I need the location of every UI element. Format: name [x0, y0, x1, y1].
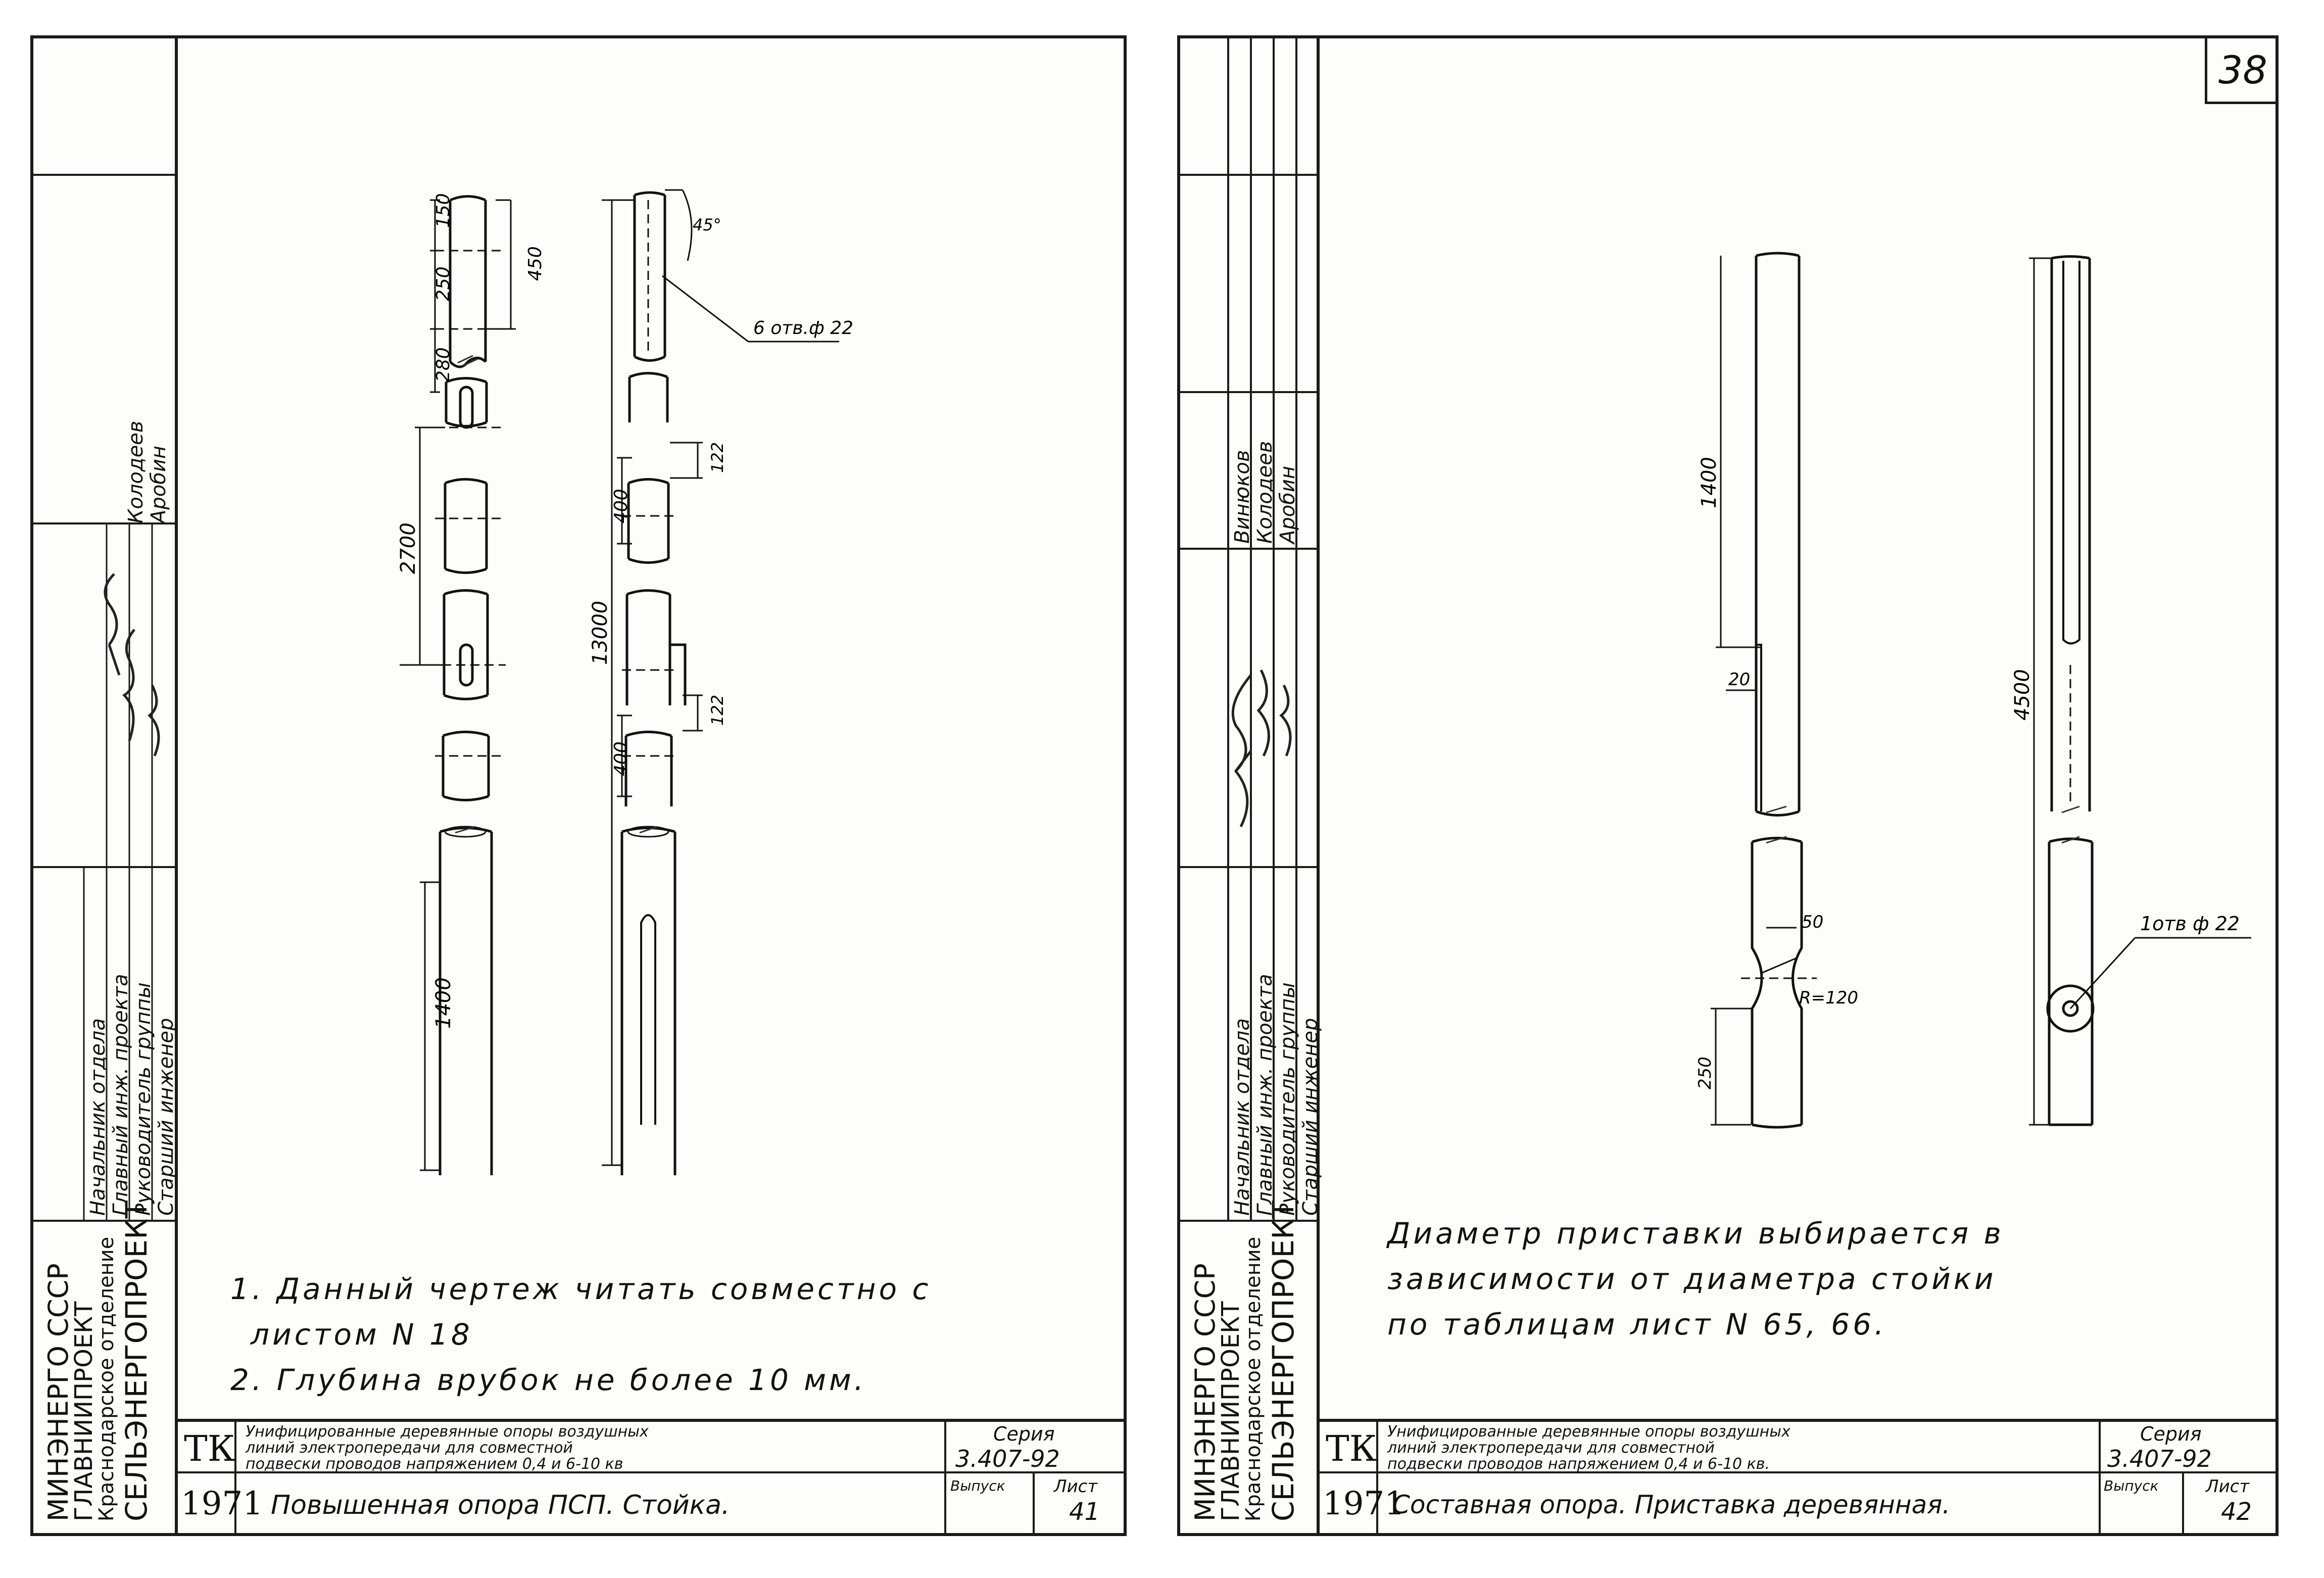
- pole-b-seg2: [628, 372, 669, 422]
- left-drawing-sheet: МИНЭНЕРГО СССР ГЛАВНИИПРОЕКТ Краснодарск…: [30, 35, 1127, 1536]
- right-title-line-2: линий электропередачи для совместной: [1387, 1439, 1715, 1457]
- left-note-1: 1. Данный чертеж читать совместно с: [230, 1272, 932, 1306]
- hole-callout: 1отв ф 22: [2140, 913, 2240, 935]
- dim-400-lower: 400: [611, 741, 632, 776]
- left-series-label: Серия: [993, 1423, 1055, 1445]
- dim-250-right: 250: [1695, 1057, 1715, 1089]
- left-note-2: 2. Глубина врубок не более 10 мм.: [230, 1363, 867, 1397]
- right-note-line-3: по таблицам лист N 65, 66.: [1387, 1307, 1887, 1342]
- dim-2700: 2700: [397, 522, 420, 574]
- dim-13000: 13000: [589, 601, 612, 665]
- dim-50: 50: [1802, 912, 1823, 932]
- right-title-line-1: Унифицированные деревянные опоры воздушн…: [1387, 1423, 1790, 1441]
- left-issue-label: Выпуск: [950, 1477, 1005, 1494]
- right-sidebar-grid: [1180, 38, 1317, 1222]
- pole-a-seg2: [445, 377, 488, 427]
- dim-250: 250: [433, 266, 454, 301]
- left-title-line-3: подвески проводов напряжением 0,4 и 6-10…: [246, 1455, 623, 1473]
- page-number: 38: [2218, 47, 2267, 92]
- left-title-block: ТК 1971 Унифицированные деревянные опоры…: [175, 1419, 1125, 1533]
- right-year: 1971: [1323, 1485, 1405, 1522]
- left-pole-drawing: 150 250 450 280 2700 1400 13000 400 400 …: [397, 189, 853, 1175]
- attachment-b-bottom: [2048, 837, 2094, 1126]
- right-title-block: ТК 1971 Унифицированные деревянные опоры…: [1317, 1419, 2277, 1533]
- holes-callout: 6 отв.ф 22: [753, 318, 853, 339]
- right-drawing-sheet: МИНЭНЕРГО СССР ГЛАВНИИПРОЕКТ Краснодарск…: [1177, 35, 2279, 1536]
- right-series-label: Серия: [2140, 1423, 2202, 1445]
- right-sheet-label: Лист: [2206, 1476, 2250, 1497]
- right-note-line-1: Диаметр приставки выбирается в: [1387, 1216, 2004, 1251]
- pole-a-seg5: [442, 731, 490, 801]
- right-series-value: 3.407-92: [2107, 1445, 2212, 1472]
- left-drawing-name: Повышенная опора ПСП. Стойка.: [271, 1490, 730, 1520]
- right-issue-label: Выпуск: [2104, 1477, 2159, 1494]
- dim-122-lower: 122: [708, 695, 727, 726]
- dim-4500: 4500: [2011, 669, 2034, 721]
- right-note-line-2: зависимости от диаметра стойки: [1387, 1262, 1997, 1296]
- pole-b-top: [633, 191, 666, 362]
- pole-a-seg3: [444, 478, 488, 574]
- dim-1400: 1400: [432, 977, 455, 1029]
- left-title-line-1: Унифицированные деревянные опоры воздушн…: [246, 1423, 649, 1441]
- right-pole-drawing: 1400 20 50 R=120 250 4500 1отв ф 22: [1695, 252, 2251, 1129]
- attachment-a-bottom: [1751, 837, 1803, 1129]
- left-title-column: МИНЭНЕРГО СССР ГЛАВНИИПРОЕКТ Краснодарск…: [33, 38, 178, 1533]
- pole-b-butt: [620, 827, 676, 1175]
- dim-angle: 45°: [693, 215, 721, 234]
- right-title-column: МИНЭНЕРГО СССР ГЛАВНИИПРОЕКТ Краснодарск…: [1180, 38, 1322, 1533]
- attachment-b-top: [2050, 255, 2091, 811]
- left-note-1-cont: листом N 18: [251, 1317, 473, 1352]
- right-org-code: ТК: [1326, 1428, 1377, 1469]
- pole-b-seg5: [624, 731, 673, 806]
- dim-400-upper: 400: [611, 489, 632, 523]
- right-drawing-name: Составная опора. Приставка деревянная.: [1392, 1490, 1951, 1519]
- left-title-line-2: линий электропередачи для совместной: [246, 1439, 573, 1457]
- pole-b-seg3: [627, 478, 670, 564]
- left-signatures: [104, 573, 160, 756]
- dim-122-upper: 122: [708, 442, 727, 473]
- left-sheet-label: Лист: [1054, 1476, 1098, 1497]
- left-sheet-number: 41: [1069, 1498, 1100, 1526]
- dim-150: 150: [433, 193, 454, 228]
- right-signatures: [1231, 669, 1292, 828]
- dim-450: 450: [525, 246, 546, 281]
- right-sheet-number: 42: [2221, 1498, 2252, 1526]
- dim-20: 20: [1728, 670, 1750, 690]
- right-title-line-3: подвески проводов напряжением 0,4 и 6-10…: [1387, 1455, 1770, 1473]
- pole-b-seg4: [625, 589, 687, 705]
- pole-a-seg4: [443, 589, 489, 700]
- left-sidebar-grid: [33, 174, 175, 1222]
- attachment-a-top: [1755, 252, 1801, 817]
- page-number-box: 38: [2205, 38, 2275, 104]
- dim-r120: R=120: [1799, 988, 1858, 1008]
- left-series-value: 3.407-92: [955, 1445, 1060, 1472]
- dim-1400-right: 1400: [1698, 457, 1721, 508]
- dim-280: 280: [433, 347, 454, 382]
- left-title-grid: [175, 1422, 1125, 1533]
- left-org-code: ТК: [184, 1428, 235, 1469]
- right-title-grid: [1317, 1422, 2277, 1533]
- pole-a-top: [449, 195, 487, 368]
- left-year: 1971: [181, 1485, 263, 1522]
